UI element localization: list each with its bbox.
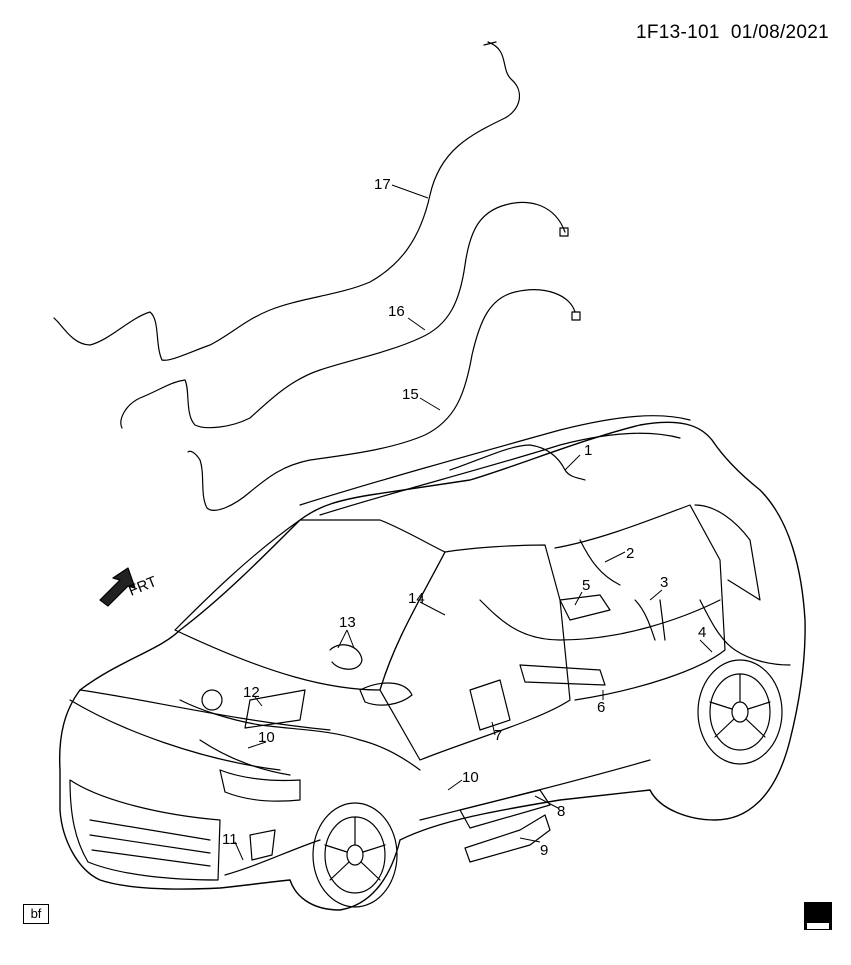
rail-harness-14 — [479, 599, 721, 641]
cable-15-connector — [571, 311, 581, 321]
doc-id: 1F13-101 — [636, 22, 720, 43]
callout-6: 6 — [597, 699, 605, 716]
callout-7: 7 — [494, 727, 502, 744]
cable-16 — [120, 201, 566, 429]
floor-harness-6 — [519, 664, 606, 686]
harness-cover-12 — [244, 689, 306, 729]
callout-9: 9 — [540, 842, 548, 859]
fog-lamp — [249, 829, 276, 861]
corner-tag: bf — [23, 904, 49, 924]
rocker-panel — [419, 759, 651, 821]
front-direction-arrow-icon — [99, 567, 136, 607]
callout-10-front: 10 — [258, 729, 275, 746]
front-wheel-tire — [312, 802, 398, 908]
windshield — [174, 519, 446, 691]
floor-bracket-5 — [559, 594, 611, 621]
front-wheel-spokes — [324, 816, 386, 881]
callout-1: 1 — [584, 442, 592, 459]
body-harness-4 — [699, 599, 791, 666]
callout-2: 2 — [626, 545, 634, 562]
callout-3: 3 — [660, 574, 668, 591]
rear-harness-3 — [634, 599, 666, 641]
cable-16-connector — [559, 227, 569, 237]
callout-5: 5 — [582, 577, 590, 594]
callout-17: 17 — [374, 176, 391, 193]
callout-16: 16 — [388, 303, 405, 320]
rear-window — [694, 504, 761, 601]
roof-harness-1 — [449, 444, 586, 481]
headlamp — [219, 769, 301, 802]
callout-11: 11 — [222, 831, 238, 848]
door-b — [554, 504, 726, 701]
grille — [69, 779, 221, 881]
callout-14: 14 — [408, 590, 425, 607]
under-panel-8 — [459, 789, 551, 829]
callout-8: 8 — [557, 803, 565, 820]
grille-slats — [89, 819, 211, 867]
floor-bracket-7 — [469, 679, 511, 731]
under-panel-9 — [464, 814, 551, 863]
roof-rail — [299, 415, 691, 516]
engine-harness — [179, 699, 421, 776]
bumper-harness-11 — [224, 839, 321, 876]
door-a — [379, 544, 571, 761]
cable-17 — [57, 41, 521, 361]
engine-component — [201, 689, 223, 711]
rear-wheel-spokes — [709, 673, 771, 738]
gm-logo-icon — [804, 902, 832, 930]
doc-date: 01/08/2021 — [730, 22, 829, 43]
callouts: 1 2 3 4 5 6 7 8 9 10 10 11 12 13 14 15 1… — [222, 176, 706, 859]
sensor-13 — [329, 644, 363, 670]
pillar-harness-2 — [579, 539, 621, 586]
callout-4: 4 — [698, 624, 706, 641]
diagram-header: 1F13-101 01/08/2021 — [636, 22, 829, 44]
callout-15: 15 — [402, 386, 419, 403]
cable-15 — [187, 289, 576, 511]
hood-line — [69, 689, 331, 771]
vehicle-body — [58, 421, 806, 911]
rear-wheel-tire — [697, 659, 783, 765]
callout-13: 13 — [339, 614, 356, 631]
cable-17-ends — [53, 41, 497, 323]
callout-12: 12 — [243, 684, 260, 701]
callout-10-side: 10 — [462, 769, 479, 786]
mirror — [359, 682, 413, 706]
